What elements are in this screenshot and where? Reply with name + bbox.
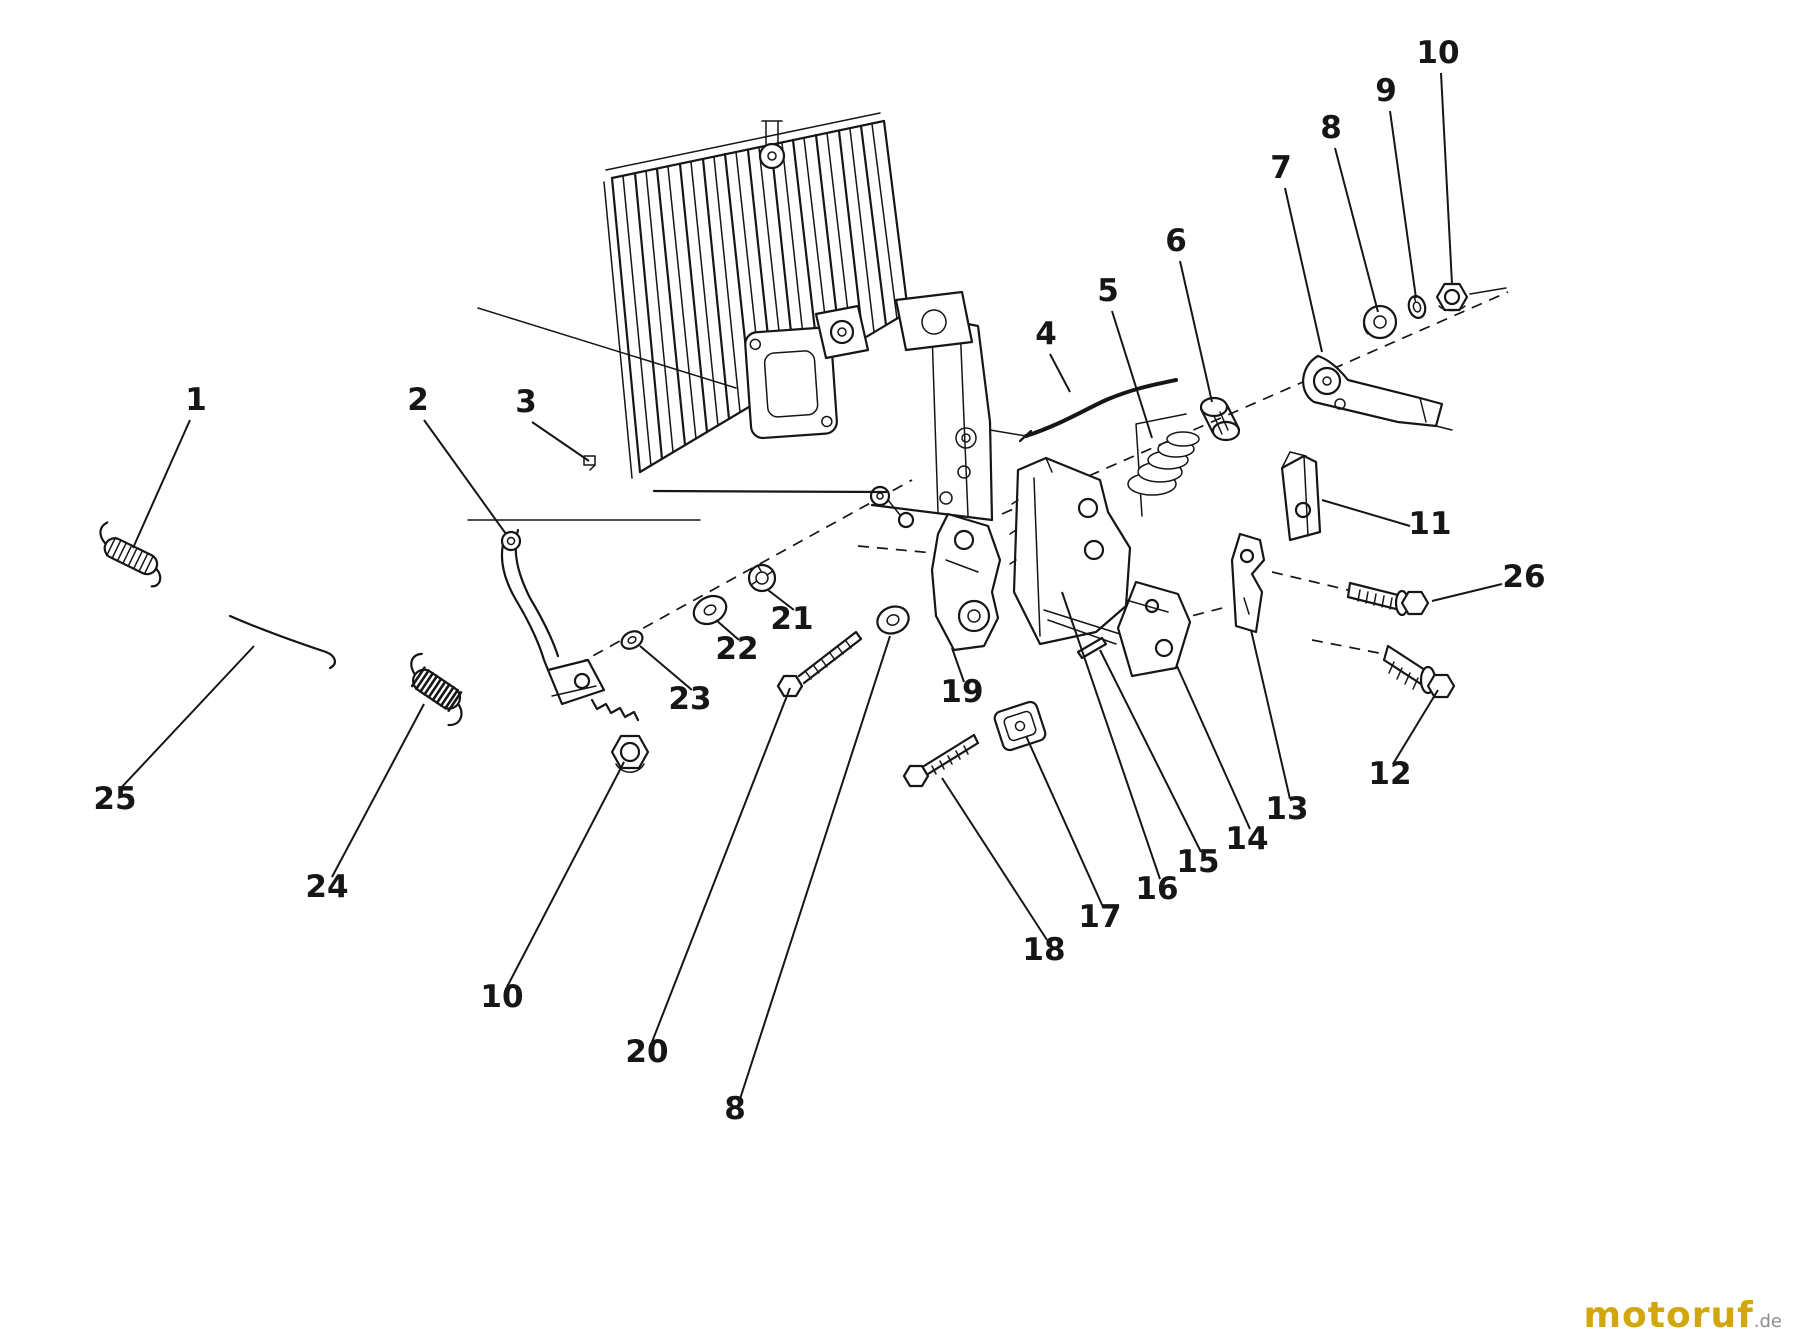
leader-line-8	[1334, 147, 1379, 313]
leader-line-22	[715, 619, 740, 641]
leader-line-2	[423, 419, 507, 535]
leader-line-23	[639, 645, 693, 691]
leader-line-7	[1284, 187, 1323, 353]
engine-base-line	[652, 489, 888, 494]
lever-coil	[590, 698, 640, 722]
part-label-15: 15	[1176, 844, 1219, 880]
leader-line-11	[1321, 499, 1411, 527]
leader-line-19	[951, 647, 965, 683]
part-label-4: 4	[1035, 316, 1057, 352]
leader-line-4	[1049, 353, 1071, 393]
part-23-washer	[620, 630, 644, 650]
part-16-bracket	[1009, 456, 1132, 646]
leader-line-20	[651, 687, 791, 1043]
part-label-8: 8	[1320, 110, 1342, 146]
part-2-governor-lever	[500, 528, 640, 722]
leader-line-5	[1111, 310, 1153, 439]
linkage-lines	[1043, 609, 1121, 645]
part-label-13: 13	[1265, 791, 1308, 827]
intake-block	[894, 290, 974, 352]
part-22-washer	[692, 594, 728, 626]
plate-bracket	[814, 304, 870, 360]
part-label-3: 3	[515, 384, 537, 420]
part-9-lockwasher	[1407, 295, 1427, 319]
part-label-11: 11	[1408, 506, 1451, 542]
part-label-18: 18	[1022, 932, 1065, 968]
part-label-20: 20	[625, 1034, 668, 1070]
part-label-5: 5	[1097, 273, 1119, 309]
part-label-19: 19	[940, 674, 983, 710]
part-24-spring	[410, 652, 463, 727]
leader-line-8	[739, 635, 891, 1100]
leader-line-25	[119, 645, 255, 790]
leader-line-18	[941, 777, 1048, 941]
part-label-2: 2	[407, 382, 429, 418]
leader-line-3	[531, 421, 590, 462]
leader-line-13	[1250, 629, 1291, 800]
leader-line-24	[331, 703, 425, 878]
part-label-1: 1	[185, 382, 207, 418]
part-17-clip	[993, 700, 1047, 752]
part-8-washer-upper	[1362, 304, 1398, 340]
head-stud	[758, 120, 786, 170]
part-10-nut-upper	[1435, 282, 1507, 312]
leader-line-10	[1440, 72, 1453, 285]
leader-line-21	[767, 589, 795, 611]
leader-line-9	[1389, 110, 1417, 299]
part-14-bracket	[1116, 580, 1192, 678]
leader-line-10	[506, 761, 625, 988]
part-label-17: 17	[1078, 899, 1121, 935]
engine-block	[467, 112, 1187, 529]
part-1-spring	[99, 521, 162, 588]
part-label-25: 25	[93, 781, 136, 817]
part-26-screw	[1346, 581, 1430, 617]
part-4-rod	[1018, 378, 1178, 443]
engine-pointer-line	[477, 307, 737, 389]
leader-line-6	[1179, 260, 1213, 403]
part-label-9: 9	[1375, 73, 1397, 109]
part-label-21: 21	[770, 601, 813, 637]
part-label-6: 6	[1165, 223, 1187, 259]
part-label-12: 12	[1368, 756, 1411, 792]
watermark-tld: .de	[1753, 1311, 1782, 1332]
leader-line-1	[132, 419, 191, 549]
leader-line-16	[1061, 591, 1161, 880]
part-25-rod	[228, 614, 336, 670]
side-plate	[744, 326, 838, 440]
part-label-16: 16	[1135, 871, 1178, 907]
part-10-nut-lower	[610, 734, 650, 773]
part-6-bushing	[1199, 396, 1241, 442]
part-label-10: 10	[480, 979, 523, 1015]
watermark-brand: motoruf	[1583, 1295, 1754, 1336]
part-label-24: 24	[305, 869, 348, 905]
part-19-governor-arm	[930, 491, 1002, 652]
leader-line-17	[1025, 735, 1104, 908]
part-label-23: 23	[668, 681, 711, 717]
watermark: motoruf.de	[1584, 1298, 1782, 1334]
part-label-10: 10	[1416, 35, 1459, 71]
part-label-8: 8	[724, 1091, 746, 1127]
leader-line-12	[1392, 689, 1439, 765]
part-13-bracket	[1230, 532, 1266, 634]
part-20-bolt	[776, 630, 863, 698]
part-5-spring	[1127, 431, 1200, 496]
part-11-bracket	[1280, 451, 1322, 542]
leader-line-15	[1099, 649, 1202, 853]
part-label-26: 26	[1502, 559, 1545, 595]
part-label-7: 7	[1270, 150, 1292, 186]
leader-line-14	[1176, 665, 1251, 830]
part-label-22: 22	[715, 631, 758, 667]
part-7-lever	[1302, 354, 1453, 431]
part-18-bolt	[902, 733, 980, 788]
part-3-screw	[583, 455, 596, 471]
part-8-washer-lower	[876, 605, 910, 635]
leader-line-26	[1431, 583, 1503, 602]
part-12-screw	[1382, 644, 1456, 699]
part-15-pin	[1076, 636, 1108, 660]
part-label-14: 14	[1225, 821, 1268, 857]
part-21-bushing	[747, 563, 777, 593]
